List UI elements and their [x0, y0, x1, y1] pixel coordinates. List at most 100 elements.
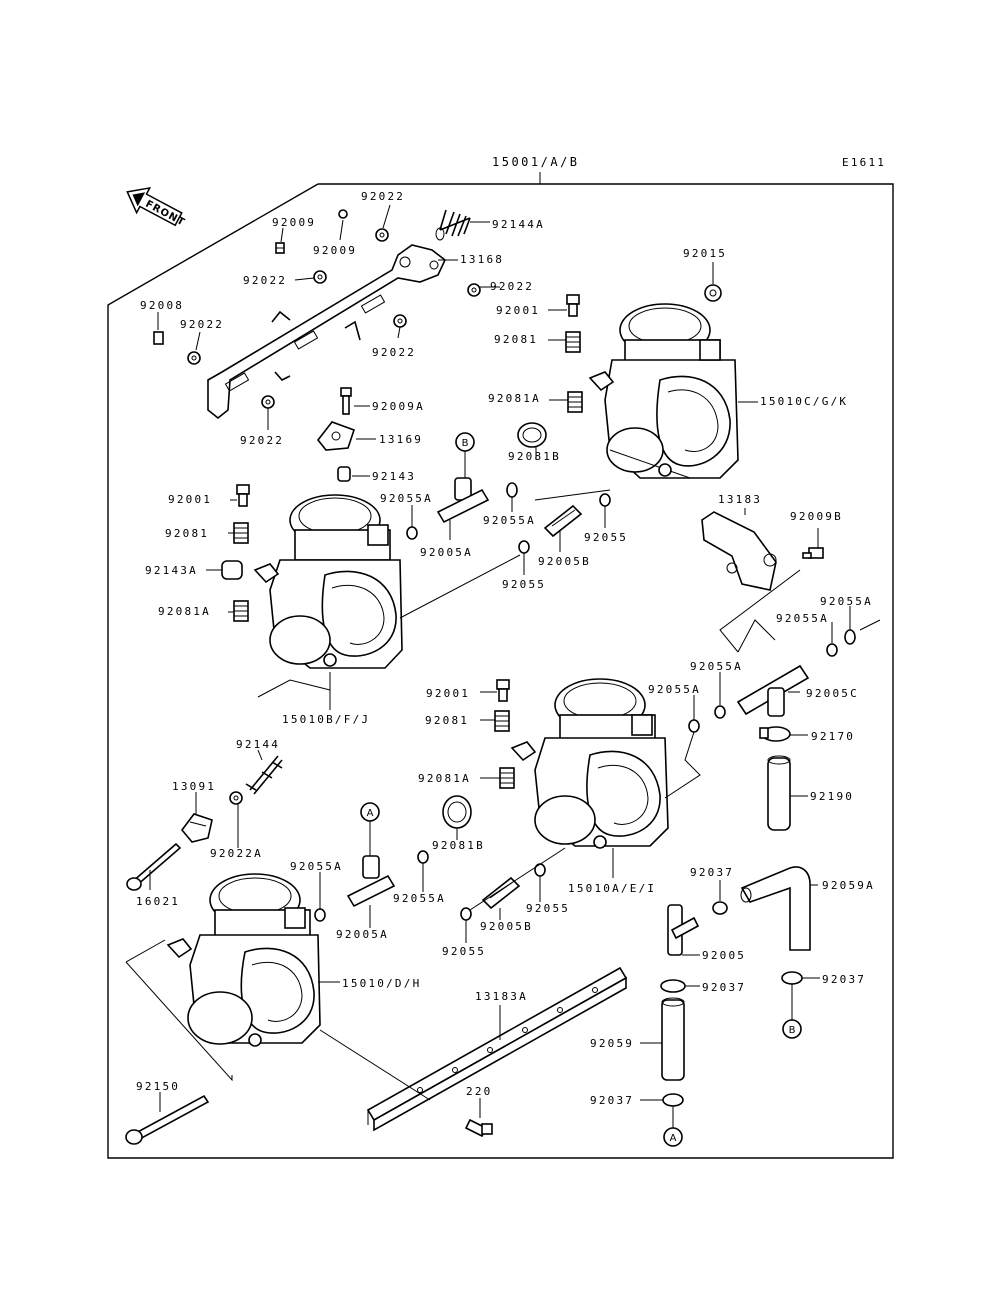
label-92081B: 92081B [508, 450, 561, 463]
spring-92081A-c [499, 767, 515, 789]
label-15010B: 15010B/F/J [282, 713, 370, 726]
label-92037: 92037 [590, 1094, 634, 1107]
label-92059: 92059 [590, 1037, 634, 1050]
fitting-92005 [667, 904, 700, 956]
washer-92022-f [261, 395, 275, 409]
spring-92081-b [233, 522, 249, 544]
collar-92143A [221, 560, 243, 580]
upper-mount-bracket [207, 244, 446, 420]
label-92081: 92081 [425, 714, 469, 727]
label-92081: 92081 [165, 527, 209, 540]
label-92081A: 92081A [158, 605, 211, 618]
assembly-frame [107, 183, 894, 1159]
pipe-92005B-a [543, 504, 583, 538]
carburetor-15010B [253, 494, 403, 669]
spring-92144A [435, 209, 471, 241]
spring-92081-a [565, 331, 581, 353]
bar-13183A [366, 966, 628, 1132]
oring-92055-a [599, 493, 611, 507]
screw-92009-a [275, 242, 285, 254]
label-92081A: 92081A [418, 772, 471, 785]
carburetor-15010C [588, 303, 739, 479]
label-92190: 92190 [810, 790, 854, 803]
label-92009B: 92009B [790, 510, 843, 523]
washer-92022-d [187, 351, 201, 365]
screw-92008 [153, 331, 164, 345]
fitting-92005A-a [436, 477, 490, 524]
screw-220 [464, 1118, 493, 1138]
label-92055A: 92055A [648, 683, 701, 696]
oring-92055A-h [417, 850, 429, 864]
washer-92022-c [467, 283, 481, 297]
spring-92144 [245, 755, 283, 795]
clip-92037-b [660, 979, 686, 993]
clip-92037-d [662, 1093, 684, 1107]
hose-92059 [661, 997, 685, 1081]
ref-marker-b-bottom: B [782, 984, 802, 1039]
label-92143A: 92143A [145, 564, 198, 577]
svg-text:A: A [367, 808, 374, 819]
label-92037: 92037 [690, 866, 734, 879]
oring-92055-b [518, 540, 530, 554]
label-92009A: 92009A [372, 400, 425, 413]
washer-92022-b [313, 270, 327, 284]
screw-92001-b [236, 484, 250, 507]
label-92150: 92150 [136, 1080, 180, 1093]
bracket-13169 [316, 421, 356, 451]
washer-92022-e [393, 314, 407, 328]
oring-92055-c [534, 863, 546, 877]
label-15010A: 15010A/E/I [568, 882, 656, 895]
carburetor-15010D [166, 873, 321, 1047]
label-92022: 92022 [372, 346, 416, 359]
washer-92022-top [375, 228, 389, 242]
bolt-16021 [126, 842, 182, 891]
label-92022: 92022 [240, 434, 284, 447]
oring-92055A-a [406, 526, 418, 540]
label-92055A: 92055A [290, 860, 343, 873]
fitting-92005C [736, 664, 810, 717]
leader-lines [125, 204, 881, 1118]
label-92081B: 92081B [432, 839, 485, 852]
part-labels: 92022 92144A 92009 92009 92022 13168 920… [136, 190, 873, 1107]
label-13168: 13168 [460, 253, 504, 266]
spring-92081A-a [567, 391, 583, 413]
label-92144A: 92144A [492, 218, 545, 231]
label-13169: 13169 [379, 433, 423, 446]
oring-92055A-b [506, 482, 518, 498]
hose-92190 [767, 755, 791, 831]
clip-92037-a [712, 901, 728, 915]
label-92055A: 92055A [380, 492, 433, 505]
label-16021: 16021 [136, 895, 180, 908]
label-92009: 92009 [313, 244, 357, 257]
screw-92001-c [496, 679, 510, 702]
label-92055: 92055 [442, 945, 486, 958]
label-92170: 92170 [811, 730, 855, 743]
collar-92143 [337, 466, 351, 482]
spring-92081A-b [233, 600, 249, 622]
spring-92081B-a [517, 422, 547, 448]
screw-13091 [180, 813, 213, 843]
label-92022: 92022 [361, 190, 405, 203]
label-92022: 92022 [243, 274, 287, 287]
label-92055A: 92055A [393, 892, 446, 905]
label-220: 220 [466, 1085, 492, 1098]
label-13183A: 13183A [475, 990, 528, 1003]
label-92022: 92022 [180, 318, 224, 331]
oring-92055A-g [314, 908, 326, 922]
diagram-code: E1611 [842, 156, 886, 169]
label-13183: 13183 [718, 493, 762, 506]
fitting-92005A-b [346, 855, 396, 908]
pipe-92005B-b [481, 876, 521, 910]
assembly-number: 15001/A/B [492, 155, 580, 169]
washer-92009 [338, 209, 348, 219]
label-92037: 92037 [702, 981, 746, 994]
label-92143: 92143 [372, 470, 416, 483]
label-92005C: 92005C [806, 687, 859, 700]
label-92001: 92001 [496, 304, 540, 317]
label-92009: 92009 [272, 216, 316, 229]
ref-marker-a-mid: A [360, 802, 380, 858]
spring-92081-c [494, 710, 510, 732]
carburetor-15010A [510, 678, 669, 849]
label-92005: 92005 [702, 949, 746, 962]
